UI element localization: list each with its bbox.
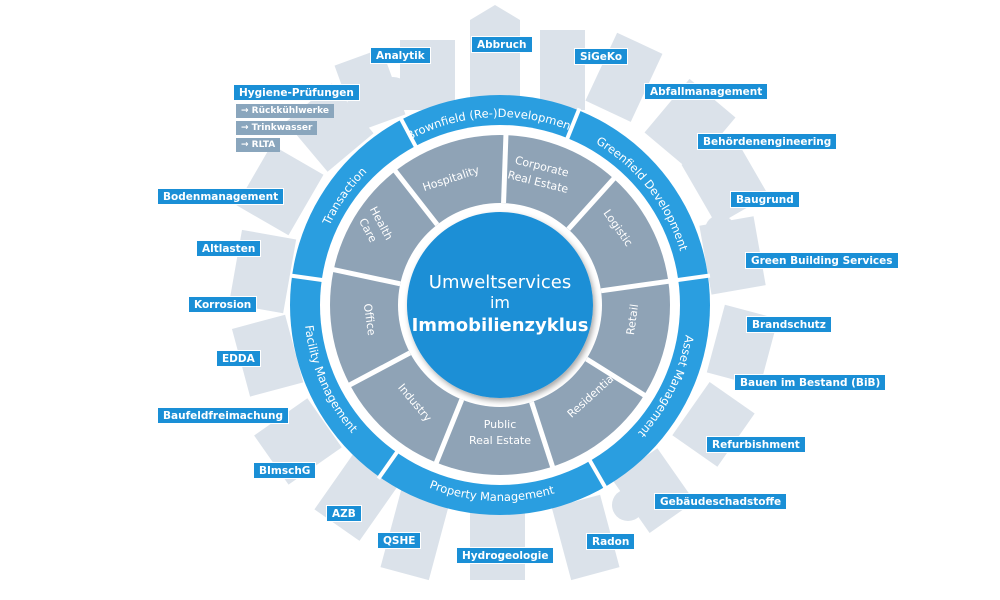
service-tag-abbruch[interactable]: Abbruch — [471, 36, 533, 53]
hygiene-sub-trinkwasser[interactable]: → Trinkwasser — [236, 121, 318, 135]
phase-separator — [376, 448, 401, 480]
service-tag-baugrund[interactable]: Baugrund — [730, 191, 800, 208]
service-tag-green-building[interactable]: Green Building Services — [745, 252, 899, 269]
phase-separator — [674, 273, 711, 283]
sector-label-office: Office — [361, 303, 378, 337]
service-tag-analytik[interactable]: Analytik — [370, 47, 431, 64]
building-shape — [540, 30, 585, 110]
service-tag-altlasten[interactable]: Altlasten — [196, 240, 262, 257]
tree-shape — [705, 215, 735, 245]
sector-separators — [332, 134, 670, 469]
center-circle — [407, 212, 593, 398]
service-tag-brandschutz[interactable]: Brandschutz — [746, 316, 832, 333]
service-tag-qshe[interactable]: QSHE — [377, 532, 422, 549]
hygiene-sub-rlta[interactable]: → RLTA — [236, 138, 281, 152]
sector-separator — [566, 176, 617, 231]
center-title-line1: Umweltservices — [429, 272, 571, 293]
service-tag-edda[interactable]: EDDA — [216, 350, 261, 367]
sector-separator — [433, 398, 465, 465]
sector-label-retail: Retail — [624, 303, 641, 336]
building-roof — [470, 5, 520, 20]
sector-separator — [529, 401, 556, 469]
service-tag-abfallmanagement[interactable]: Abfallmanagement — [644, 83, 769, 100]
service-tag-refurbishment[interactable]: Refurbishment — [706, 436, 806, 453]
building-shape — [612, 448, 695, 534]
phase-separators — [289, 107, 711, 490]
sector-separator — [600, 278, 670, 294]
service-tag-hydrogeologie[interactable]: Hydrogeologie — [456, 547, 555, 564]
service-tag-sigeko[interactable]: SiGeKo — [574, 48, 629, 65]
building-shape — [470, 20, 520, 110]
phase-separator — [289, 273, 326, 283]
tree-shape — [375, 77, 411, 113]
phase-separator — [586, 456, 608, 490]
service-tag-baufeldfreimachung[interactable]: Baufeldfreimachung — [157, 407, 290, 424]
sector-separator — [332, 267, 401, 287]
tree-shape — [612, 489, 644, 521]
hygiene-sub-rueckkuehlwerke[interactable]: → Rückkühlwerke — [236, 104, 334, 118]
building-shape — [672, 381, 755, 467]
service-tag-radon[interactable]: Radon — [586, 533, 636, 550]
service-tag-korrosion[interactable]: Korrosion — [188, 296, 258, 313]
service-tag-bauen-im-bestand[interactable]: Bauen im Bestand (BiB) — [734, 374, 887, 391]
service-tag-gebaeudeschadstoffe[interactable]: Gebäudeschadstoffe — [654, 493, 788, 510]
phase-separator — [564, 107, 582, 143]
sector-separator — [501, 134, 509, 204]
service-tag-azb[interactable]: AZB — [326, 505, 362, 522]
phase-separator — [398, 116, 420, 151]
service-tag-bimschg[interactable]: BImschG — [253, 462, 317, 479]
building-shape — [585, 32, 663, 122]
center-title-line3: Immobilienzyklus — [412, 315, 589, 336]
service-tag-hygiene[interactable]: Hygiene-Prüfungen — [233, 84, 360, 101]
sector-separator — [392, 168, 440, 227]
service-tag-bodenmanagement[interactable]: Bodenmanagement — [157, 188, 285, 205]
building-shape — [551, 494, 620, 581]
building-shape — [644, 78, 736, 172]
service-tag-behoerdenengineering[interactable]: Behördenengineering — [697, 133, 838, 150]
sector-separator — [585, 356, 647, 398]
center-title-line2: im — [490, 293, 510, 312]
sector-separator — [347, 350, 412, 388]
